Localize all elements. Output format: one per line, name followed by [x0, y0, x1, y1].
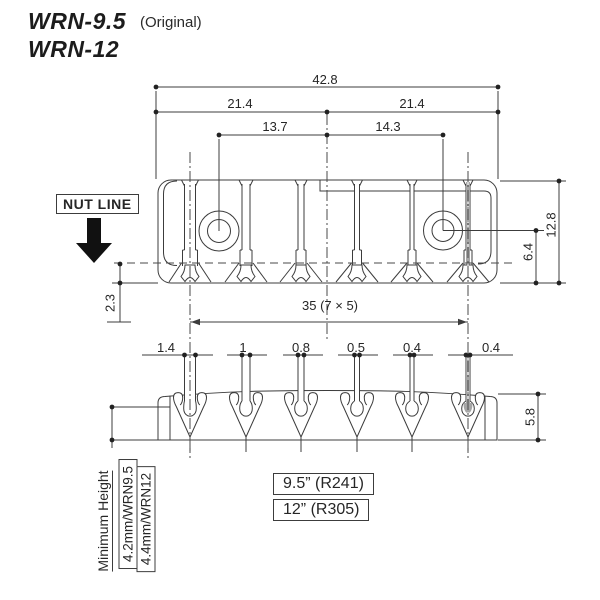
nut-profile-outline	[157, 389, 498, 441]
bottom-view	[157, 356, 498, 452]
dim-half-right: 21.4	[399, 96, 425, 111]
min-height-label: Minimum Height	[95, 470, 113, 572]
string-clamp-crown	[291, 264, 311, 283]
top-slot-4	[335, 179, 379, 283]
string-clamp-crown	[236, 264, 256, 283]
v-clamp-outline	[283, 392, 319, 438]
string-clamp-crown	[347, 264, 367, 283]
min-height-wrn95: 4.2mm/WRN9.5	[118, 458, 138, 570]
string-bulb	[350, 400, 364, 417]
gauge-label-4: 0.5	[346, 340, 366, 355]
dim-screw-left: 13.7	[262, 119, 288, 134]
title-model-primary: WRN-9.5	[28, 8, 127, 34]
bottom-slot-3	[283, 356, 319, 452]
center-lines	[114, 114, 514, 458]
top-slot-5	[390, 179, 434, 283]
step-edge-right	[319, 180, 492, 265]
gauge-label-1: 1.4	[156, 340, 176, 355]
title-model-note: (Original)	[140, 14, 202, 31]
v-clamp-outline	[228, 392, 264, 438]
dim-thickness: 5.8	[522, 407, 538, 427]
bottom-view-string-slots	[172, 356, 486, 452]
top-slot-2	[224, 179, 268, 283]
min-height-wrn12: 4.4mm/WRN12	[136, 465, 156, 573]
dim-half-left: 21.4	[227, 96, 253, 111]
arrow-left-icon	[191, 318, 200, 326]
bottom-slot-5	[394, 356, 430, 452]
bottom-slot-2	[228, 356, 264, 452]
bottom-slot-4	[339, 356, 375, 452]
title-model-secondary: WRN-12	[28, 36, 120, 62]
dimension-dots	[109, 84, 562, 443]
nut-line-arrow-icon	[76, 218, 112, 263]
v-clamp-outline	[172, 392, 208, 438]
dimension-lines	[107, 84, 566, 448]
gauge-label-2: 1	[239, 340, 247, 355]
string-bulb	[239, 400, 253, 417]
string-clamp-crown	[402, 264, 422, 283]
dim-height: 12.8	[543, 212, 559, 238]
dim-overall-width: 42.8	[312, 72, 338, 87]
v-clamp-outline	[394, 392, 430, 438]
dim-screw-height: 6.4	[520, 242, 536, 262]
dim-string-spread: 35 (7 × 5)	[301, 298, 359, 313]
radius-option-2: 12” (R305)	[273, 499, 370, 521]
gauge-label-6: 0.4	[481, 340, 501, 355]
nut-line-label: NUT LINE	[56, 194, 139, 214]
arrow-right-icon	[458, 318, 467, 326]
string-bulb	[294, 400, 308, 417]
dim-screw-right: 14.3	[375, 119, 401, 134]
gauge-label-5: 0.4	[402, 340, 422, 355]
v-clamp-outline	[339, 392, 375, 438]
pocket-inner-left	[163, 180, 178, 266]
v-clamp-outline	[450, 392, 486, 438]
dim-nut-line-offset: 2.3	[102, 293, 118, 313]
top-slot-3	[279, 179, 323, 283]
string-bulb	[405, 400, 419, 417]
radius-option-1: 9.5” (R241)	[273, 473, 374, 495]
gauge-label-3: 0.8	[291, 340, 311, 355]
